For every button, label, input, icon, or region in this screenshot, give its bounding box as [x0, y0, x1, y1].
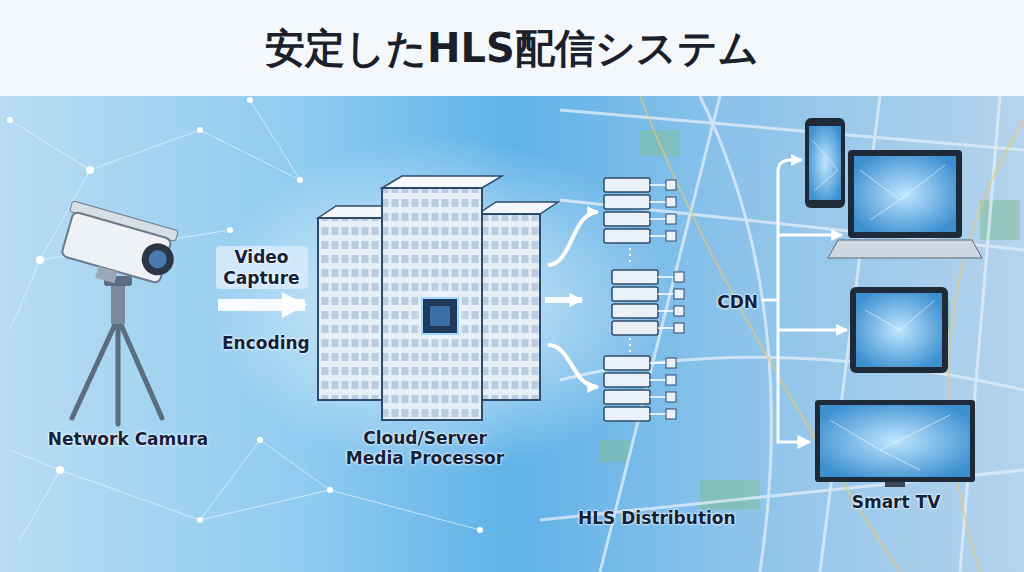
edge-label: Video Capture [216, 246, 308, 289]
tv-illustration [815, 400, 975, 487]
cdn-stacks-part [604, 178, 676, 243]
server-branch-arrows-part [548, 345, 598, 387]
camera-illustration-part [54, 201, 182, 298]
laptop-illustration-part [854, 156, 956, 232]
node-label: CDN [717, 292, 758, 312]
cdn-node: CDN [582, 168, 762, 436]
network-dots-part [327, 487, 333, 493]
server-illustration-part [478, 202, 558, 214]
ground-part [0, 96, 1024, 572]
network-dots-part [56, 466, 64, 474]
screen-network [812, 140, 950, 470]
camera-illustration-part [72, 318, 162, 424]
server-node: Cloud/Server Media Processor [305, 180, 545, 469]
tablet-illustration-part [856, 293, 942, 367]
network-dots-part [197, 517, 203, 523]
tv-illustration-part [885, 482, 905, 487]
phone-illustration [805, 118, 845, 208]
laptop-illustration-part [828, 240, 982, 258]
map-streets-part [560, 110, 1024, 150]
server-illustration-part [382, 176, 502, 188]
network-dots-part [227, 227, 233, 233]
tablet-illustration [850, 287, 948, 373]
laptop-illustration [828, 150, 982, 258]
camera-illustration-part-part [138, 240, 178, 280]
network-dots-part [477, 527, 483, 533]
camera-illustration-part [111, 284, 125, 324]
map-streets [540, 96, 1024, 572]
network-dots-part [86, 166, 94, 174]
network-dots-part [7, 117, 13, 123]
camera-illustration-part-part [147, 248, 169, 270]
phone-illustration-part [809, 126, 841, 200]
camera-node: Network Camura [38, 195, 218, 449]
title-band [0, 0, 1024, 96]
server-illustration-part [422, 298, 458, 334]
server-illustration-part [410, 286, 470, 346]
map-avenues [640, 96, 1024, 572]
network-dots-part [197, 127, 203, 133]
center-glow [210, 135, 670, 475]
map-parks-part [980, 200, 1020, 240]
device-node: Smart TV [810, 398, 982, 512]
network-dots-part [36, 256, 44, 264]
map-parks-part [600, 440, 630, 462]
step-label: Encoding [222, 333, 310, 353]
device-branch-arrows-part [778, 234, 842, 237]
server-branch-arrows-part [548, 212, 598, 265]
server-illustration-part [382, 188, 482, 420]
device-branch-arrows-part [778, 160, 802, 300]
cdn-stacks-part [604, 356, 676, 421]
map-parks-part [700, 480, 760, 510]
tv-illustration-part [820, 405, 970, 477]
server-illustration-part [318, 218, 386, 400]
server-illustration [318, 176, 558, 420]
laptop-illustration-part [848, 150, 962, 238]
stage-label: HLS Distribution [578, 508, 736, 528]
map-streets-part [960, 96, 1000, 572]
flow-arrow [545, 297, 582, 303]
diagram-title: 安定したHLS配信システム [0, 0, 1024, 96]
map-streets-part [700, 96, 771, 572]
network-dots-part [247, 97, 253, 103]
camera-illustration-part-part [95, 266, 118, 283]
screen-network-part [812, 140, 950, 470]
server-illustration-part [478, 214, 540, 400]
node-label: Cloud/Server Media Processor [338, 428, 513, 469]
flow-arrow [762, 300, 810, 442]
node-label: Smart TV [852, 492, 941, 512]
flow-arrow [218, 299, 305, 311]
server-illustration-part [430, 306, 450, 326]
cdn-stacks [604, 178, 684, 421]
ground [0, 96, 1024, 572]
title-band-part [0, 0, 1024, 96]
tv-illustration-part [815, 400, 975, 482]
network-dots-part [257, 437, 263, 443]
device-branch-arrows-part [778, 329, 847, 332]
tablet-illustration-part [850, 287, 948, 373]
cdn-stacks-part [629, 248, 631, 352]
node-label: Network Camura [48, 429, 209, 449]
center-glow-part [210, 135, 670, 475]
phone-illustration-part [805, 118, 845, 208]
camera-illustration [54, 201, 182, 424]
cdn-stacks-part [612, 270, 684, 335]
